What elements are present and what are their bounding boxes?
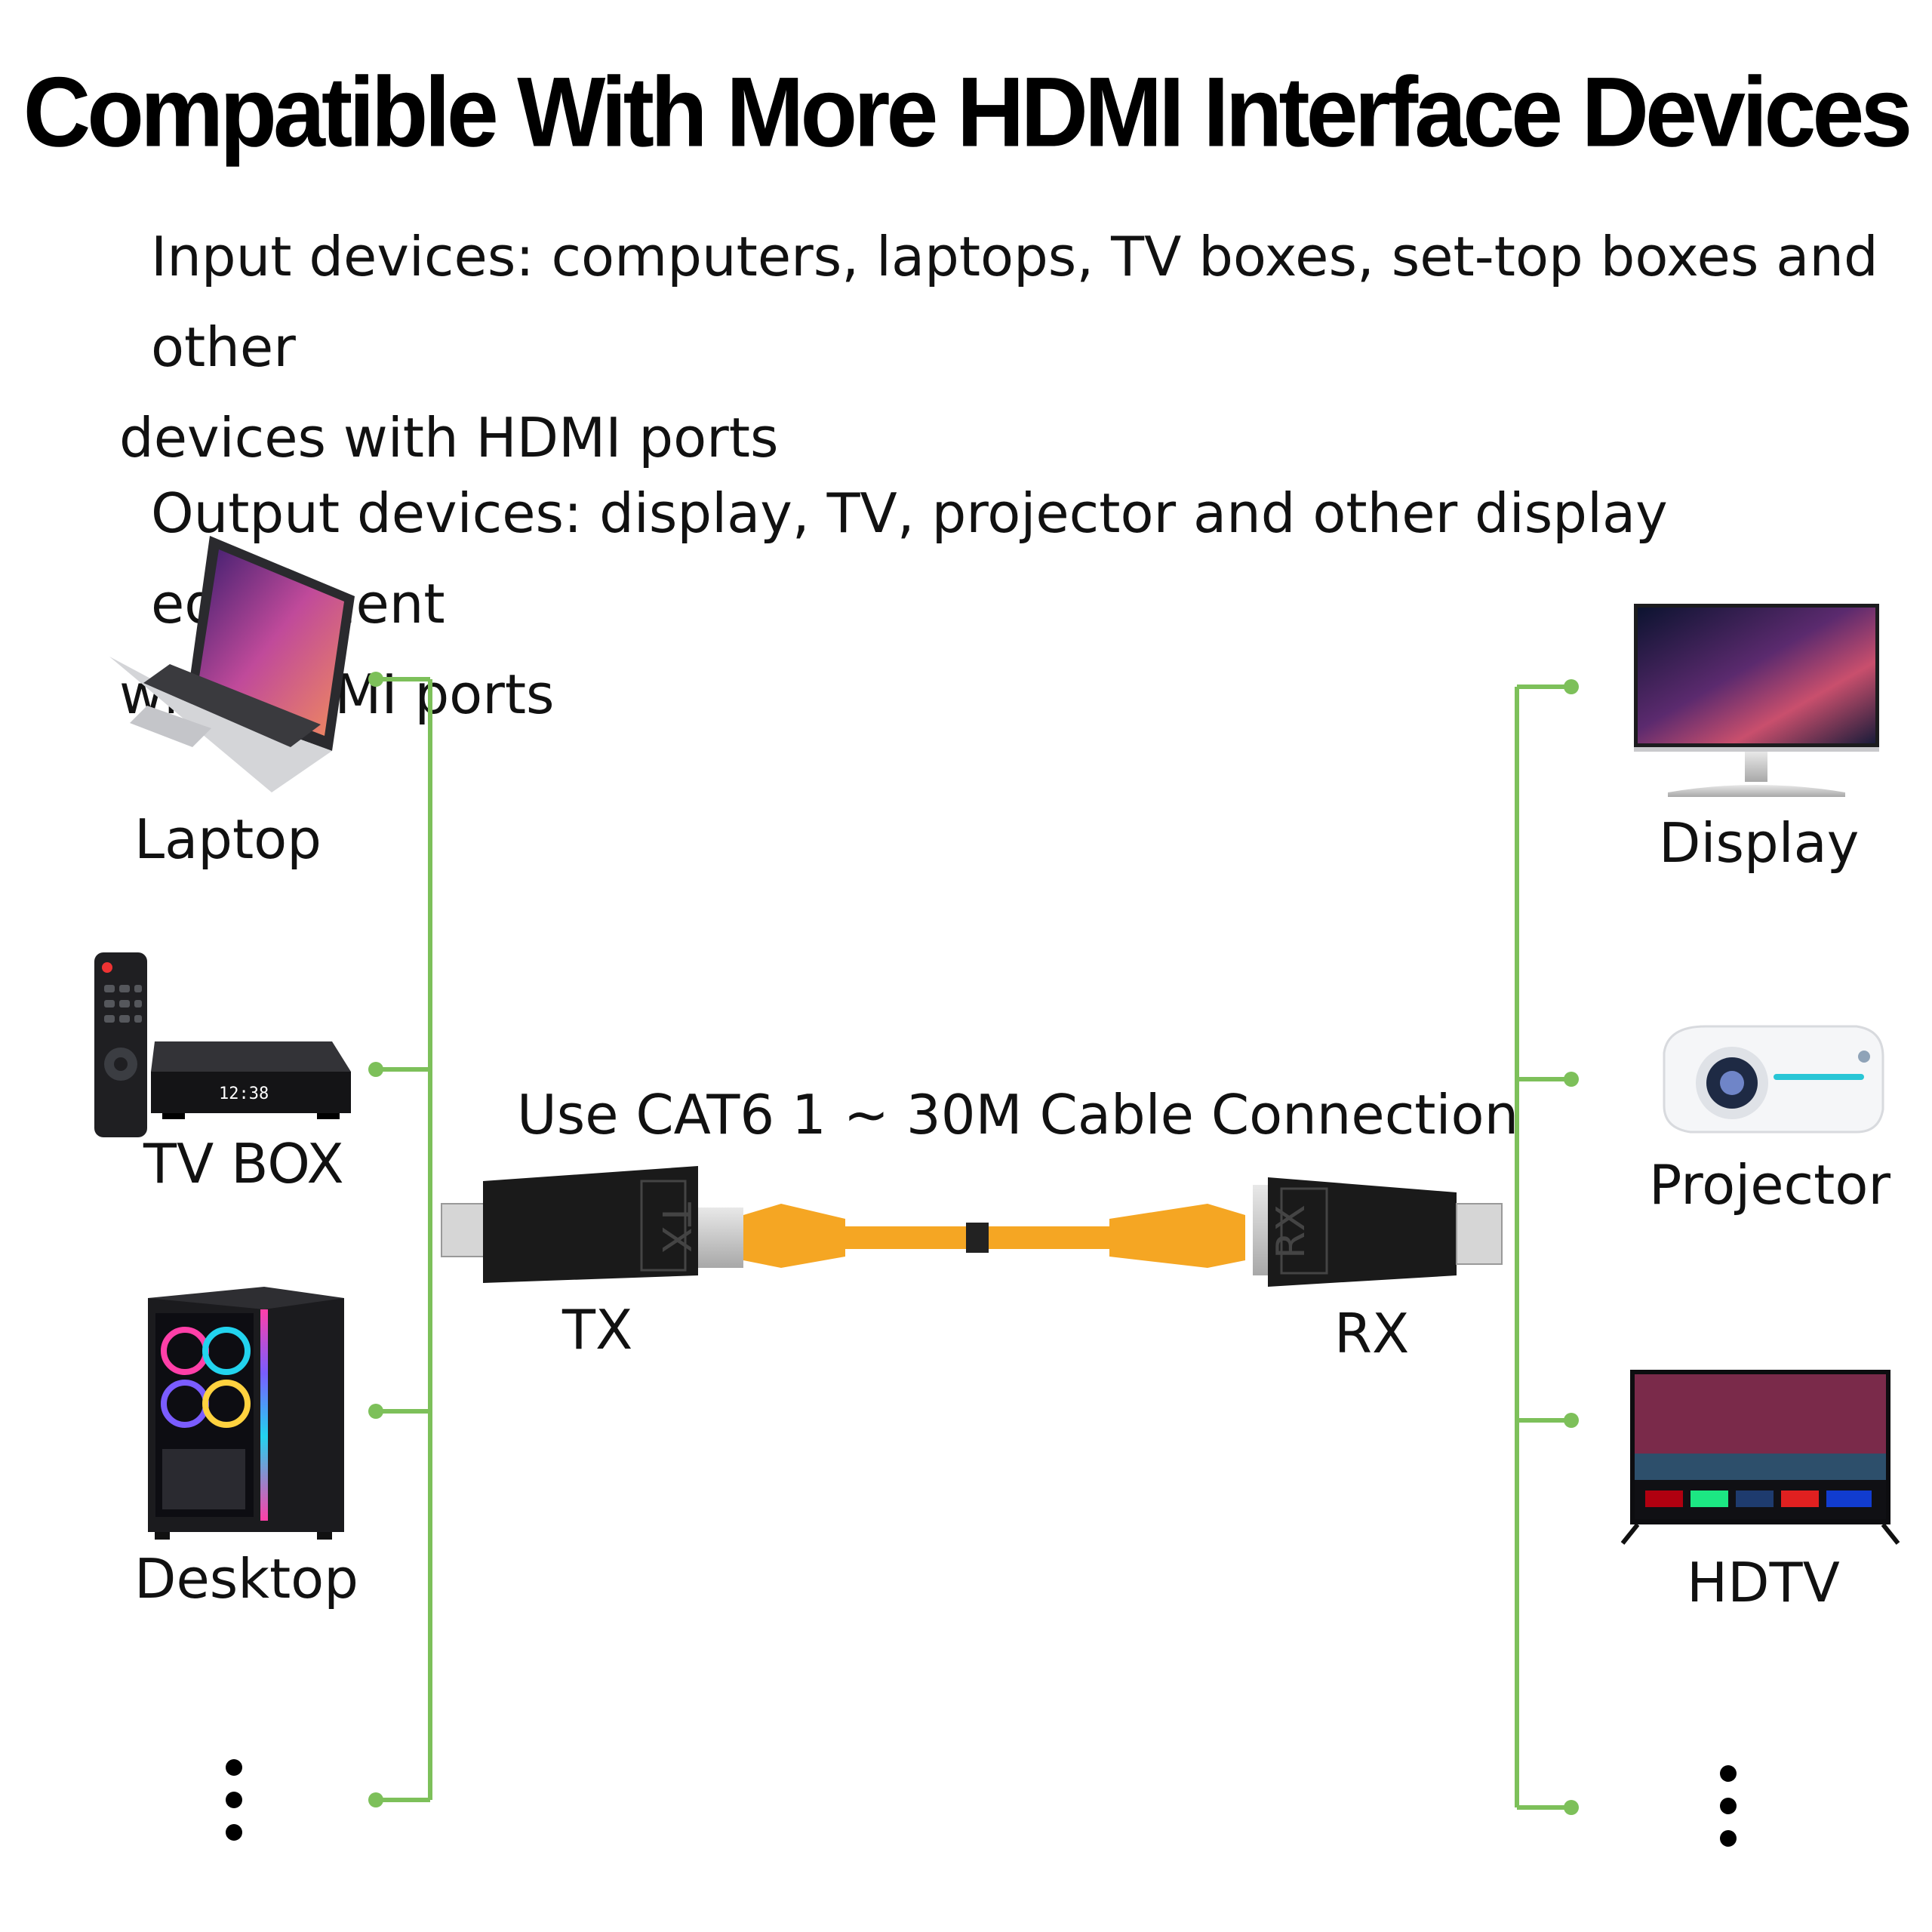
input-devices-line-1: Input devices: computers, laptops, TV bo…: [151, 225, 1878, 379]
input-connector-dots: [368, 672, 383, 1807]
rx-adapter-marking: RX: [1269, 1204, 1314, 1259]
device-label-laptop: Laptop: [134, 808, 321, 871]
desktop-icon: [148, 1287, 344, 1540]
output-connector-dots: [1564, 679, 1579, 1815]
tx-label: TX: [562, 1298, 633, 1361]
input-connector-lines: [376, 677, 432, 1802]
description: Input devices: computers, laptops, TV bo…: [119, 211, 1885, 740]
tx-adapter-marking: TX: [653, 1201, 698, 1253]
more-input-devices-dots: [226, 1759, 242, 1841]
rx-label: RX: [1334, 1302, 1410, 1365]
cable-label: Use CAT6 1 ~ 30M Cable Connection: [517, 1083, 1519, 1146]
cable-assembly: TX RX: [441, 1166, 1503, 1287]
laptop-icon: [109, 536, 355, 792]
device-label-projector: Projector: [1649, 1153, 1890, 1217]
rx-adapter: RX: [1253, 1177, 1503, 1287]
device-label-desktop: Desktop: [134, 1547, 358, 1611]
hdtv-icon: [1620, 1370, 1900, 1545]
tv-box-icon: 12:38: [94, 952, 351, 1137]
tx-adapter: TX: [441, 1166, 743, 1283]
more-output-devices-dots: [1720, 1765, 1737, 1847]
device-label-hdtv: HDTV: [1687, 1551, 1840, 1614]
output-connector-lines: [1515, 685, 1571, 1810]
device-label-display: Display: [1659, 811, 1860, 875]
monitor-icon: [1634, 604, 1879, 797]
device-label-tv-box: TV BOX: [143, 1132, 344, 1195]
input-devices-line-2: devices with HDMI ports: [119, 406, 779, 469]
page-title: Compatible With More HDMI Interface Devi…: [23, 57, 1913, 168]
tv-box-clock: 12:38: [219, 1084, 269, 1103]
projector-icon: [1663, 1025, 1884, 1134]
